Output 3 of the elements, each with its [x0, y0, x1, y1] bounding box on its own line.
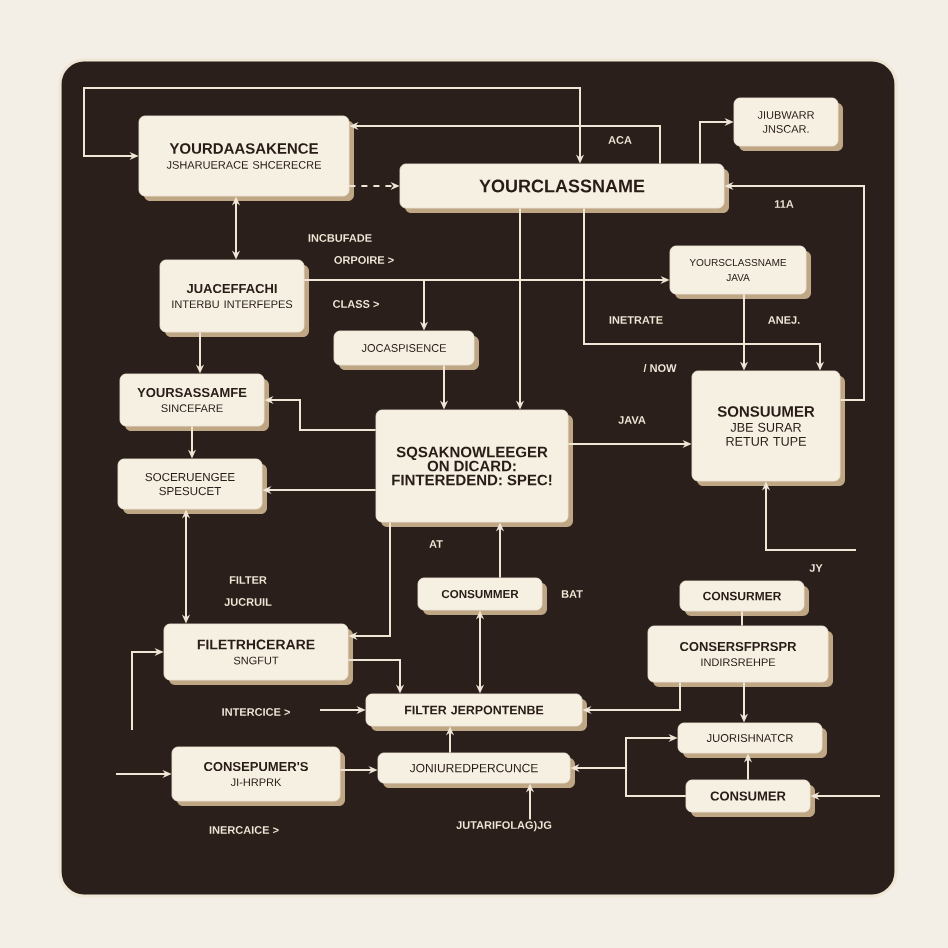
connector-line [741, 610, 743, 627]
arrow [625, 733, 687, 797]
process-box: YOURCLASSNAME [399, 163, 729, 213]
